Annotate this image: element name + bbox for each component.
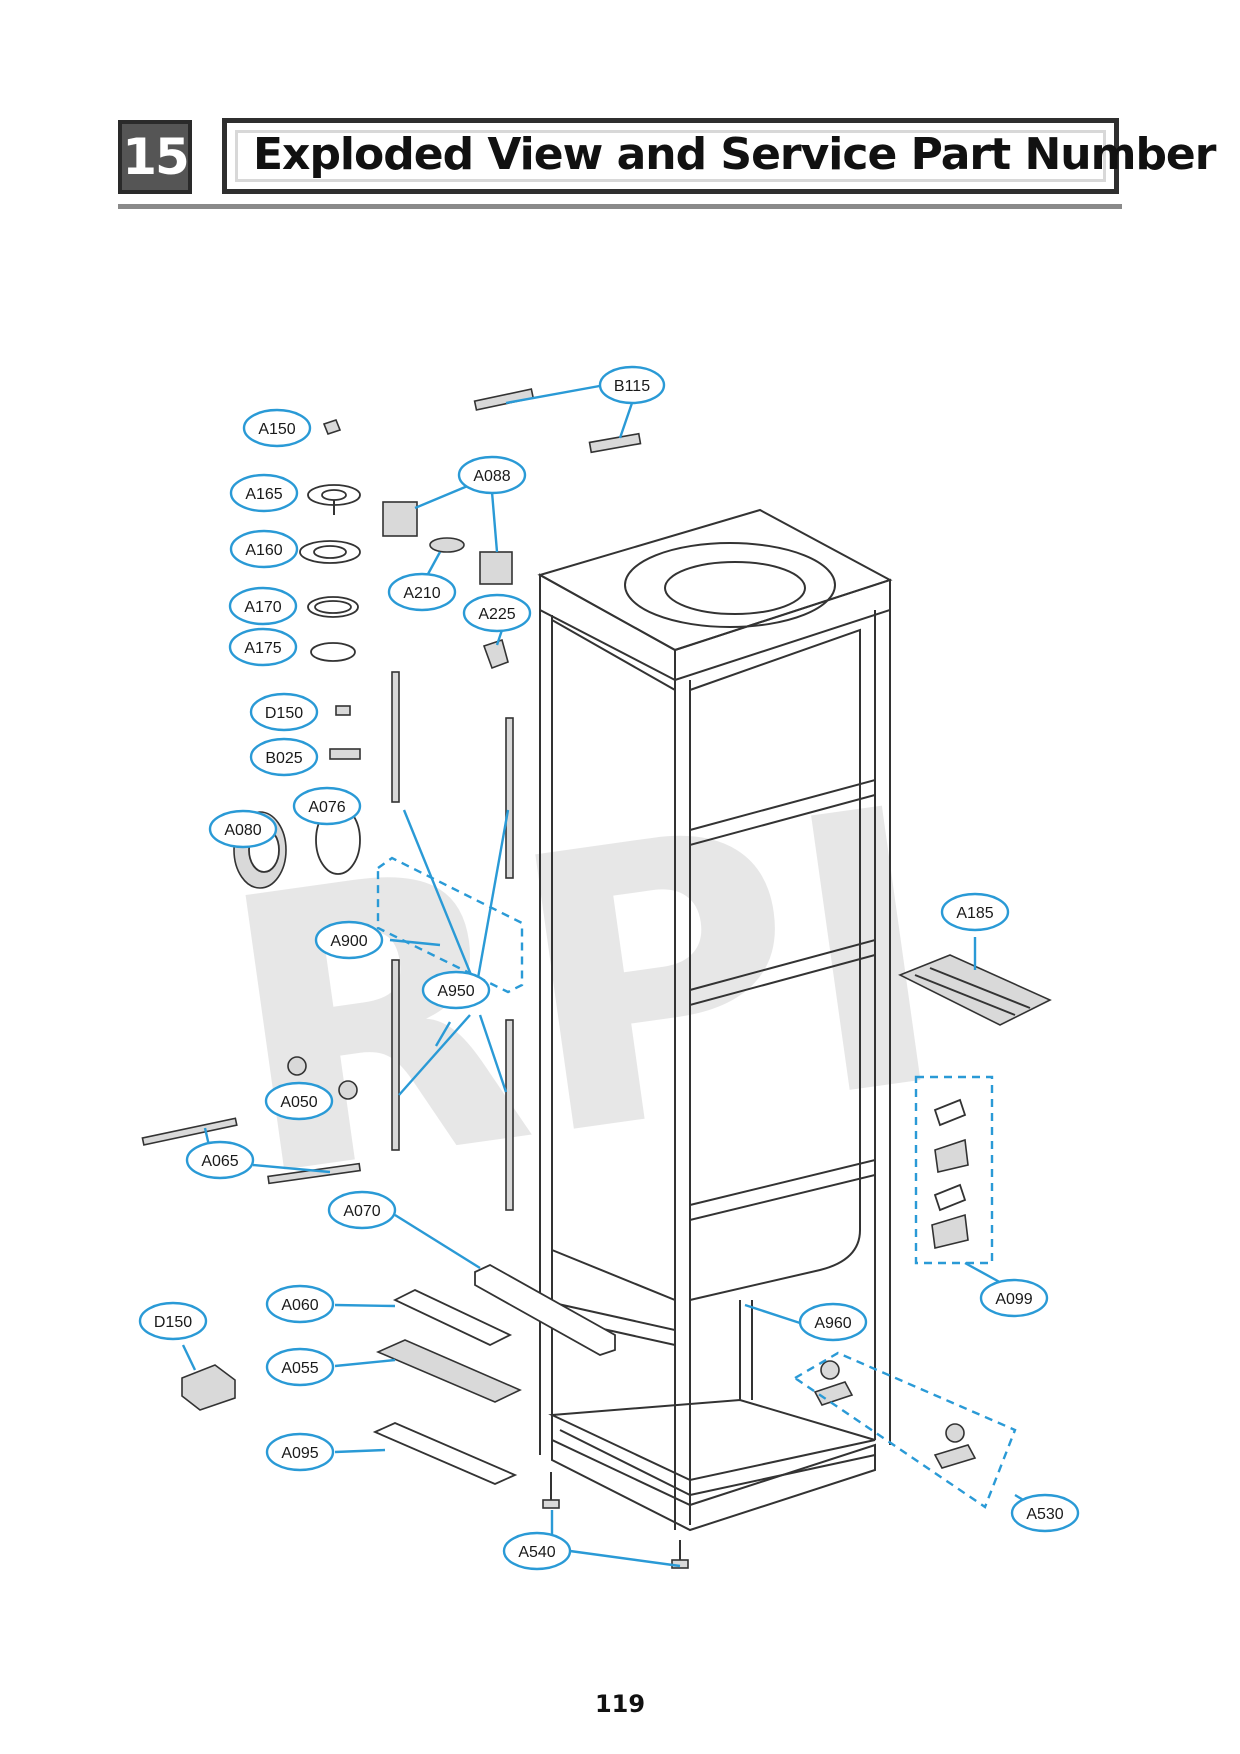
section-number-badge: 15: [118, 120, 192, 194]
part-a060-gasket: [392, 1288, 513, 1347]
callout-label: A099: [995, 1291, 1032, 1308]
callout-label: A076: [308, 799, 345, 816]
a530-group-box: [792, 1351, 1017, 1509]
callout-label: A050: [280, 1094, 317, 1111]
callout-label: A530: [1026, 1506, 1063, 1523]
callout-label: A170: [244, 599, 281, 616]
callout-label: A065: [201, 1153, 238, 1170]
callout-a160: A160: [229, 529, 299, 569]
callout-a530: A530: [1010, 1493, 1080, 1533]
callout-a225: A225: [462, 593, 532, 633]
callout-a076: A076: [292, 786, 362, 826]
callout-label: B115: [614, 378, 650, 395]
callout-label: A070: [343, 1203, 380, 1220]
callout-a950: A950: [421, 970, 491, 1010]
callout-label: A060: [281, 1297, 318, 1314]
callout-a080: A080: [208, 809, 278, 849]
callout-a175: A175: [228, 627, 298, 667]
callout-a540: A540: [502, 1531, 572, 1571]
header-rule: [118, 204, 1122, 209]
callout-label: A950: [437, 983, 474, 1000]
part-a099-hinges: [931, 1098, 969, 1249]
callout-label: A900: [330, 933, 367, 950]
part-a225-bracket: [482, 638, 509, 670]
callout-label: A960: [814, 1315, 851, 1332]
part-a050-knobs: [287, 1056, 358, 1100]
part-side-rails: [391, 671, 514, 1211]
part-b115-rails: [473, 388, 642, 454]
callout-a150: A150: [242, 408, 312, 448]
part-d150-small: [335, 705, 351, 716]
callout-a088: A088: [457, 455, 527, 495]
callout-label: B025: [265, 750, 302, 767]
callout-label: A175: [244, 640, 281, 657]
page-number: 119: [594, 1690, 646, 1718]
part-b025: [329, 748, 361, 760]
callout-a055: A055: [265, 1347, 335, 1387]
part-a088-blocks: [382, 501, 513, 585]
part-a095-gasket: [372, 1422, 518, 1485]
callout-label: D150: [265, 705, 303, 722]
callout-label: A210: [403, 585, 440, 602]
part-a150: [322, 419, 342, 435]
callout-a065: A065: [185, 1140, 255, 1180]
callout-label: A540: [518, 1544, 555, 1561]
part-a170-ring: [307, 596, 359, 618]
part-a160-fan-cover: [299, 540, 361, 564]
callout-d150-bottom: D150: [138, 1301, 208, 1341]
callout-a060: A060: [265, 1284, 335, 1324]
callout-b115: B115: [598, 365, 666, 405]
callout-d150-top: D150: [249, 692, 319, 732]
part-a065-rails: [141, 1117, 362, 1185]
a900-group-box: [376, 856, 524, 994]
callout-label: A080: [224, 822, 261, 839]
page-title: Exploded View and Service Part Number: [253, 129, 1216, 180]
title-frame: Exploded View and Service Part Number: [222, 118, 1216, 194]
part-a175-gasket: [310, 642, 356, 662]
callout-label: D150: [154, 1314, 192, 1331]
callout-a960: A960: [798, 1302, 868, 1342]
callout-a185: A185: [940, 892, 1010, 932]
callout-label: A088: [473, 468, 510, 485]
part-a530-brackets: [813, 1360, 977, 1469]
part-a070-cover: [474, 1263, 616, 1356]
title-inner-border: [235, 130, 1106, 182]
a099-group-box: [914, 1075, 994, 1265]
callout-a095: A095: [265, 1432, 335, 1472]
callout-label: A095: [281, 1445, 318, 1462]
callout-a099: A099: [979, 1278, 1049, 1318]
callout-a050: A050: [264, 1081, 334, 1121]
callout-label: A185: [956, 905, 993, 922]
part-a210-cap: [429, 537, 465, 553]
part-a055-tray: [375, 1339, 522, 1403]
part-d150-box: [181, 1364, 236, 1411]
callout-label: A165: [245, 486, 282, 503]
callout-label: A150: [258, 421, 295, 438]
part-a185-grille: [898, 954, 1052, 1026]
callout-b025: B025: [249, 737, 319, 777]
callout-a165: A165: [229, 473, 299, 513]
callout-label: A160: [245, 542, 282, 559]
callout-a210: A210: [387, 572, 457, 612]
part-a165-fan-motor: [307, 484, 361, 515]
callout-label: A225: [478, 606, 515, 623]
callout-a170: A170: [228, 586, 298, 626]
callout-label: A055: [281, 1360, 318, 1377]
callout-a070: A070: [327, 1190, 397, 1230]
cabinet-frame: [537, 508, 893, 1532]
callout-a900: A900: [314, 920, 384, 960]
